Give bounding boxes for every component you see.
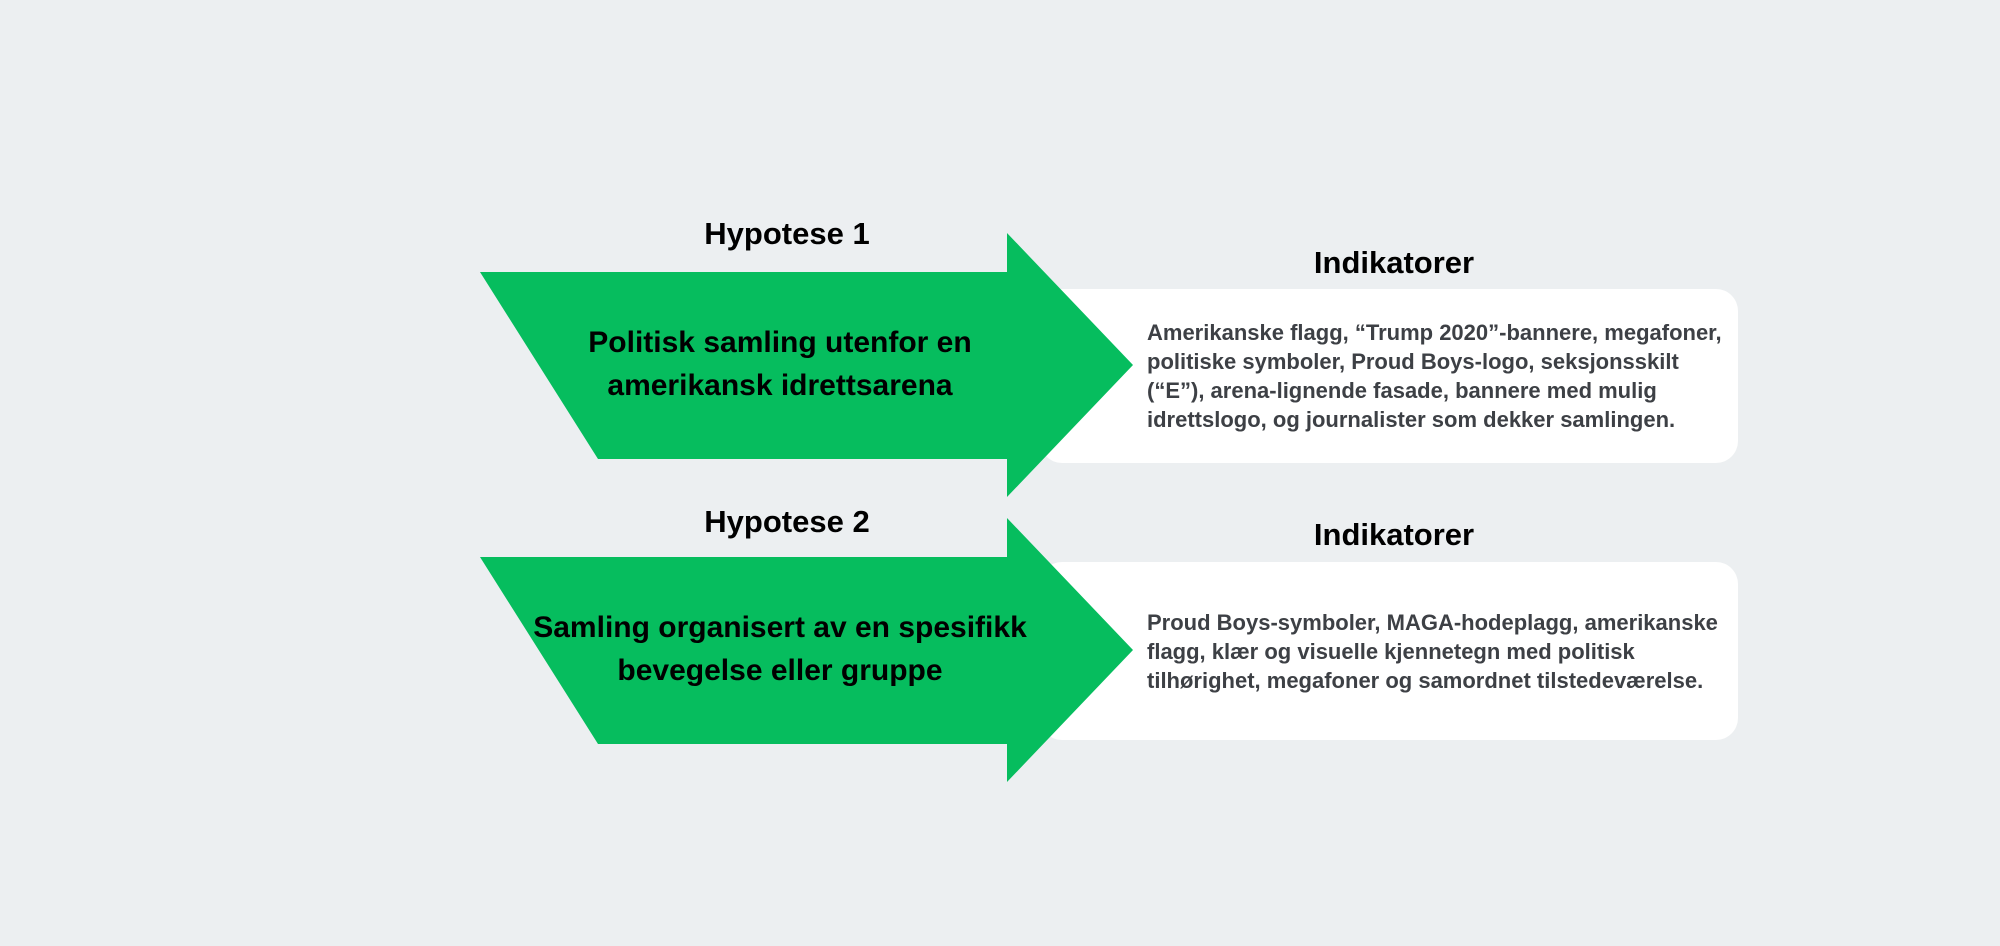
- indicators-card-1: Amerikanske flagg, “Trump 2020”-bannere,…: [1040, 289, 1738, 463]
- indicators-2-title: Indikatorer: [1313, 517, 1475, 552]
- hypothesis-1-title: Hypotese 1: [704, 216, 870, 251]
- indicators-text-2: Proud Boys-symboler, MAGA-hodeplagg, ame…: [1147, 609, 1718, 693]
- hypothesis-1-text: Politisk samling utenfor en amerikansk i…: [588, 326, 972, 402]
- indicators-1-title: Indikatorer: [1313, 245, 1475, 280]
- indicators-text-1: Amerikanske flagg, “Trump 2020”-bannere,…: [1147, 320, 1722, 432]
- hypothesis-2-text: Samling organisert av en spesifikk beveg…: [533, 611, 1027, 687]
- indicators-card-2: Proud Boys-symboler, MAGA-hodeplagg, ame…: [1040, 562, 1738, 740]
- hypothesis-2-title: Hypotese 2: [704, 504, 870, 539]
